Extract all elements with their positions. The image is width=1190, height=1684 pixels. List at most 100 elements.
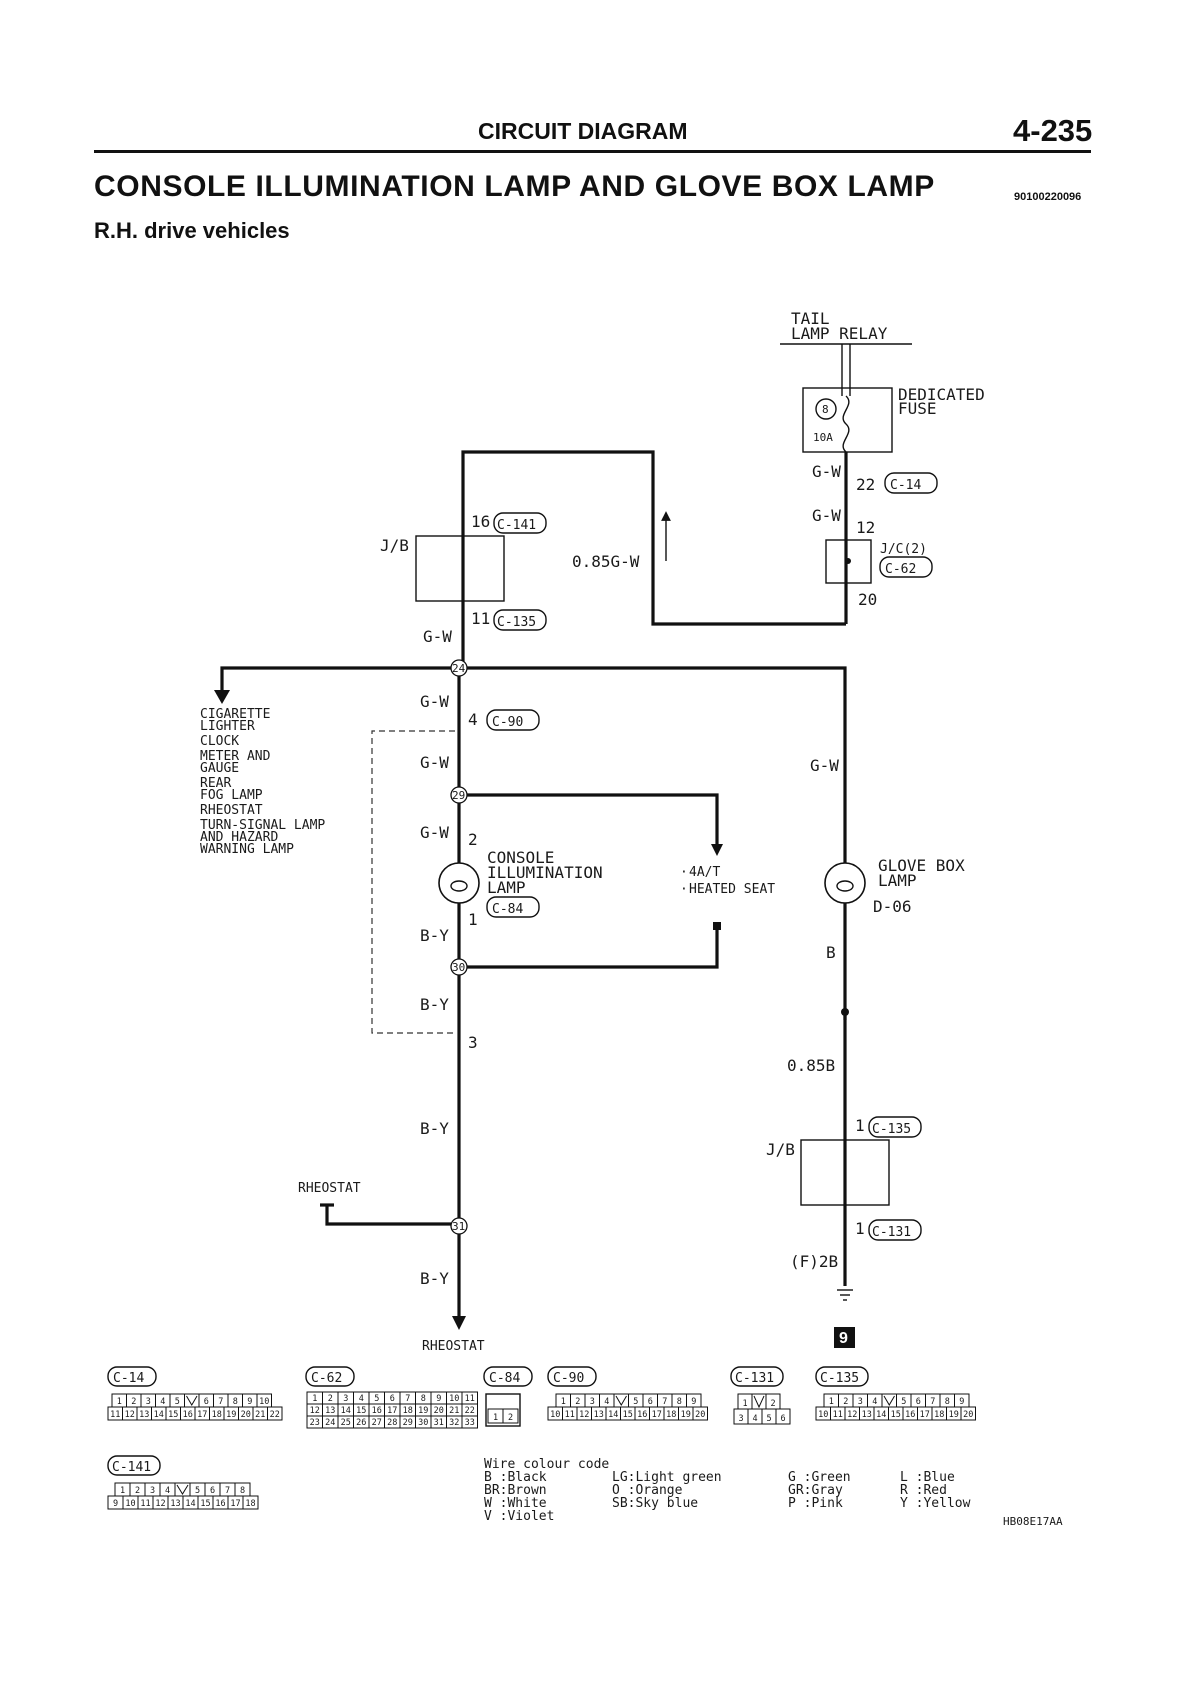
colour-code-br: BR:Brown bbox=[484, 1483, 547, 1498]
pin-number: 19 bbox=[949, 1410, 959, 1420]
pin-number: 6 bbox=[210, 1486, 215, 1496]
glove-lamp-code: D-06 bbox=[873, 897, 912, 916]
colour-code-p: P :Pink bbox=[788, 1496, 843, 1511]
pin-number: 12 bbox=[579, 1410, 589, 1420]
pin-number: 20 bbox=[963, 1410, 973, 1420]
colour-code-gr: GR:Gray bbox=[788, 1483, 843, 1498]
ground-point-number: 9 bbox=[839, 1330, 848, 1347]
pin-blank-mark bbox=[615, 1395, 627, 1406]
wire-label-by-c: B-Y bbox=[420, 1119, 449, 1138]
console-lamp-symbol bbox=[438, 862, 480, 904]
pin-number: 22 bbox=[465, 1406, 475, 1416]
pin-number: 2 bbox=[508, 1413, 513, 1423]
pin-number: 10 bbox=[125, 1499, 135, 1509]
pinout-label-c135: C-135 bbox=[820, 1371, 859, 1386]
pin-number: 15 bbox=[200, 1499, 210, 1509]
pin-number: 2 bbox=[843, 1397, 848, 1407]
pin-number: 19 bbox=[681, 1410, 691, 1420]
bus-wire bbox=[220, 666, 847, 1020]
colour-code-w: W :White bbox=[484, 1496, 547, 1511]
pin-number: 11 bbox=[465, 1394, 475, 1404]
pin-number: 12 bbox=[125, 1410, 135, 1420]
pin-number: 7 bbox=[662, 1397, 667, 1407]
jb-upper-box bbox=[415, 535, 505, 602]
pin-number: 13 bbox=[170, 1499, 180, 1509]
fuse-number: 8 bbox=[822, 403, 829, 416]
page-subtitle: R.H. drive vehicles bbox=[94, 218, 290, 243]
pin-number: 9 bbox=[436, 1394, 441, 1404]
pin-number: 10 bbox=[259, 1397, 269, 1407]
conn-badge-c131 bbox=[868, 1219, 922, 1241]
colour-code-title: Wire colour code bbox=[484, 1457, 609, 1472]
pin-number: 1 bbox=[742, 1399, 747, 1409]
pin-number: 25 bbox=[341, 1418, 351, 1428]
colour-code-l: L :Blue bbox=[900, 1470, 955, 1485]
pin-number: 5 bbox=[175, 1397, 180, 1407]
pin-1c: 1 bbox=[855, 1219, 865, 1238]
seat-arrow-down bbox=[711, 844, 723, 856]
pin-number: 3 bbox=[858, 1397, 863, 1407]
fuse-label-line2: FUSE bbox=[898, 399, 937, 418]
rheostat-output-label: RHEOSTAT bbox=[422, 1339, 485, 1354]
jc-box bbox=[825, 539, 872, 584]
console-lamp-label-1: CONSOLE bbox=[487, 848, 554, 867]
pin-number: 8 bbox=[677, 1397, 682, 1407]
colour-code-b: B :Black bbox=[484, 1470, 547, 1485]
pin-number: 23 bbox=[310, 1418, 320, 1428]
glove-lamp-filament bbox=[836, 880, 854, 892]
pin-number: 32 bbox=[449, 1418, 459, 1428]
conn-label-c135-upper: C-135 bbox=[497, 615, 536, 630]
conn-badge-c135-lower bbox=[868, 1116, 922, 1138]
seat-option-2: HEATED SEAT bbox=[689, 882, 775, 897]
pin-cell bbox=[461, 1415, 478, 1429]
pin-number: 30 bbox=[418, 1418, 428, 1428]
pin-number: 17 bbox=[230, 1499, 240, 1509]
load-list: CIGARETTE LIGHTER CLOCK METER AND GAUGE … bbox=[200, 707, 325, 857]
pin-number: 1 bbox=[117, 1397, 122, 1407]
pin-cell bbox=[267, 1406, 283, 1421]
pin-number: 2 bbox=[131, 1397, 136, 1407]
pin-number: 13 bbox=[325, 1406, 335, 1416]
junction-24-label: 24 bbox=[452, 662, 466, 675]
section-heading: CIRCUIT DIAGRAM bbox=[478, 118, 688, 144]
optional-bypass bbox=[371, 730, 455, 1034]
pin-number: 16 bbox=[183, 1410, 193, 1420]
pin-number: 7 bbox=[930, 1397, 935, 1407]
load-item-4: REAR bbox=[200, 776, 231, 791]
bus-arrow-left bbox=[214, 690, 230, 704]
pin-number: 11 bbox=[565, 1410, 575, 1420]
wire-label-gw-g: G-W bbox=[810, 756, 839, 775]
pin-number: 17 bbox=[387, 1406, 397, 1416]
pin-16: 16 bbox=[471, 512, 490, 531]
pin-number: 17 bbox=[197, 1410, 207, 1420]
pin-number: 15 bbox=[356, 1406, 366, 1416]
colour-code-sb: SB:Sky blue bbox=[612, 1496, 698, 1511]
pinout-label-c131: C-131 bbox=[735, 1371, 774, 1386]
bullet: · bbox=[680, 865, 688, 880]
wire-label-by-a: B-Y bbox=[420, 926, 449, 945]
pin-number: 14 bbox=[341, 1406, 351, 1416]
pin-number: 20 bbox=[434, 1406, 444, 1416]
pinout-label-c14: C-14 bbox=[113, 1371, 144, 1386]
pin-number: 11 bbox=[110, 1410, 120, 1420]
conn-badge-c135-upper bbox=[493, 609, 547, 631]
pin-number: 16 bbox=[637, 1410, 647, 1420]
ground-point-badge bbox=[834, 1327, 855, 1348]
pin-blank-mark bbox=[883, 1395, 895, 1406]
splice-dot bbox=[841, 1008, 849, 1016]
pin-number: 12 bbox=[310, 1406, 320, 1416]
pin-number: 1 bbox=[120, 1486, 125, 1496]
loop-wire bbox=[461, 450, 846, 626]
load-item-1: CIGARETTE bbox=[200, 707, 270, 722]
pin-number: 5 bbox=[766, 1414, 771, 1424]
pin-number: 14 bbox=[608, 1410, 618, 1420]
pin-number: 7 bbox=[218, 1397, 223, 1407]
colour-code-g: G :Green bbox=[788, 1470, 851, 1485]
pin-number: 3 bbox=[146, 1397, 151, 1407]
conn-label-c14: C-14 bbox=[890, 478, 921, 493]
